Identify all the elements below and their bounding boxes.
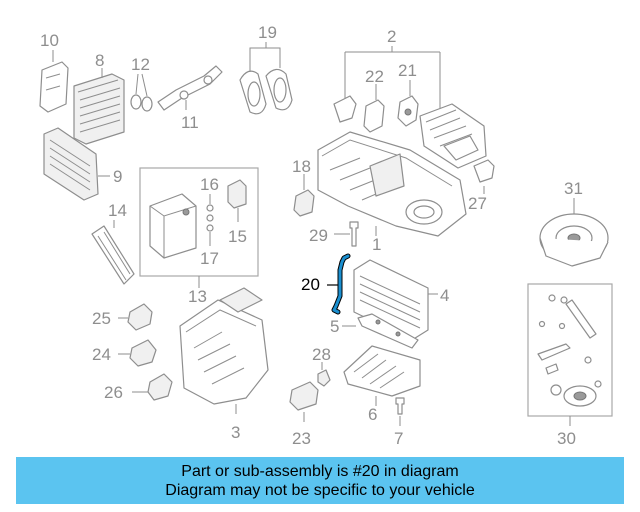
callout-20: 20 bbox=[301, 275, 320, 294]
part-13-control-module[interactable] bbox=[149, 193, 197, 259]
part-2-bracket[interactable] bbox=[333, 95, 357, 123]
part-3-heater-case[interactable] bbox=[179, 287, 269, 414]
callout-18: 18 bbox=[292, 157, 311, 176]
part-22-actuator[interactable] bbox=[363, 84, 385, 133]
part-28-clip[interactable] bbox=[317, 362, 331, 387]
callout-25: 25 bbox=[92, 309, 111, 328]
part-19-gaskets[interactable] bbox=[239, 42, 293, 115]
callout-10: 10 bbox=[40, 31, 59, 50]
part-16-fastener[interactable] bbox=[206, 194, 214, 232]
callout-17: 17 bbox=[200, 249, 219, 268]
part-8-heater-core[interactable] bbox=[73, 68, 125, 145]
callout-1: 1 bbox=[372, 235, 381, 254]
part-11-pipe[interactable] bbox=[157, 65, 223, 111]
part-15-sensor[interactable] bbox=[227, 179, 247, 222]
callout-11: 11 bbox=[181, 113, 199, 132]
callout-29: 29 bbox=[309, 226, 328, 245]
callout-6: 6 bbox=[368, 405, 377, 424]
part-12-o-rings[interactable] bbox=[130, 73, 153, 112]
callout-3: 3 bbox=[231, 423, 240, 442]
part-2-upper-assembly-lead bbox=[344, 46, 441, 108]
part-21-actuator[interactable] bbox=[397, 80, 419, 127]
callout-27: 27 bbox=[468, 194, 487, 213]
info-banner: Part or sub-assembly is #20 in diagram D… bbox=[16, 457, 624, 504]
callout-21: 21 bbox=[398, 61, 417, 80]
part-5-seal[interactable] bbox=[342, 313, 419, 349]
part-2-blower-housing[interactable] bbox=[419, 103, 487, 169]
callout-12: 12 bbox=[131, 55, 150, 74]
callout-7: 7 bbox=[394, 429, 403, 448]
callout-16: 16 bbox=[200, 175, 219, 194]
callout-26: 26 bbox=[104, 383, 123, 402]
part-1-hvac-case[interactable] bbox=[317, 131, 467, 237]
part-26-connector[interactable] bbox=[132, 373, 173, 401]
callout-28: 28 bbox=[312, 345, 331, 364]
part-24-connector[interactable] bbox=[118, 339, 157, 367]
callout-8: 8 bbox=[95, 51, 104, 70]
part-29-screw[interactable] bbox=[334, 221, 359, 247]
callout-19: 19 bbox=[258, 23, 277, 42]
callout-2: 2 bbox=[387, 27, 396, 46]
callout-9: 9 bbox=[113, 167, 122, 186]
part-6-tray[interactable] bbox=[343, 345, 421, 406]
part-23-bracket[interactable] bbox=[289, 381, 319, 422]
part-30-blower-kit[interactable] bbox=[537, 294, 602, 407]
part-14-filter[interactable] bbox=[91, 220, 135, 285]
banner-line-disclaimer: Diagram may not be specific to your vehi… bbox=[165, 481, 475, 499]
callout-13: 13 bbox=[188, 287, 207, 306]
callout-31: 31 bbox=[564, 179, 583, 198]
part-25-connector[interactable] bbox=[118, 303, 153, 331]
part-10-bracket[interactable] bbox=[39, 50, 69, 113]
part-18-actuator[interactable] bbox=[293, 174, 315, 217]
callout-24: 24 bbox=[92, 345, 111, 364]
callout-30: 30 bbox=[557, 429, 576, 448]
part-20-drain-hose[interactable] bbox=[327, 253, 351, 315]
callout-15: 15 bbox=[228, 227, 247, 246]
part-31-blower-motor[interactable] bbox=[539, 198, 609, 267]
group-30-box bbox=[527, 283, 613, 426]
part-9-evaporator[interactable] bbox=[43, 127, 110, 201]
callout-5: 5 bbox=[330, 317, 339, 336]
callout-4: 4 bbox=[440, 286, 449, 305]
callout-22: 22 bbox=[365, 67, 384, 86]
callout-23: 23 bbox=[292, 429, 311, 448]
part-7-screw[interactable] bbox=[395, 397, 405, 426]
callout-14: 14 bbox=[108, 201, 127, 220]
part-27-resistor[interactable] bbox=[473, 159, 495, 194]
group-13-box bbox=[139, 167, 259, 288]
banner-line-part-number: Part or sub-assembly is #20 in diagram bbox=[181, 462, 459, 480]
